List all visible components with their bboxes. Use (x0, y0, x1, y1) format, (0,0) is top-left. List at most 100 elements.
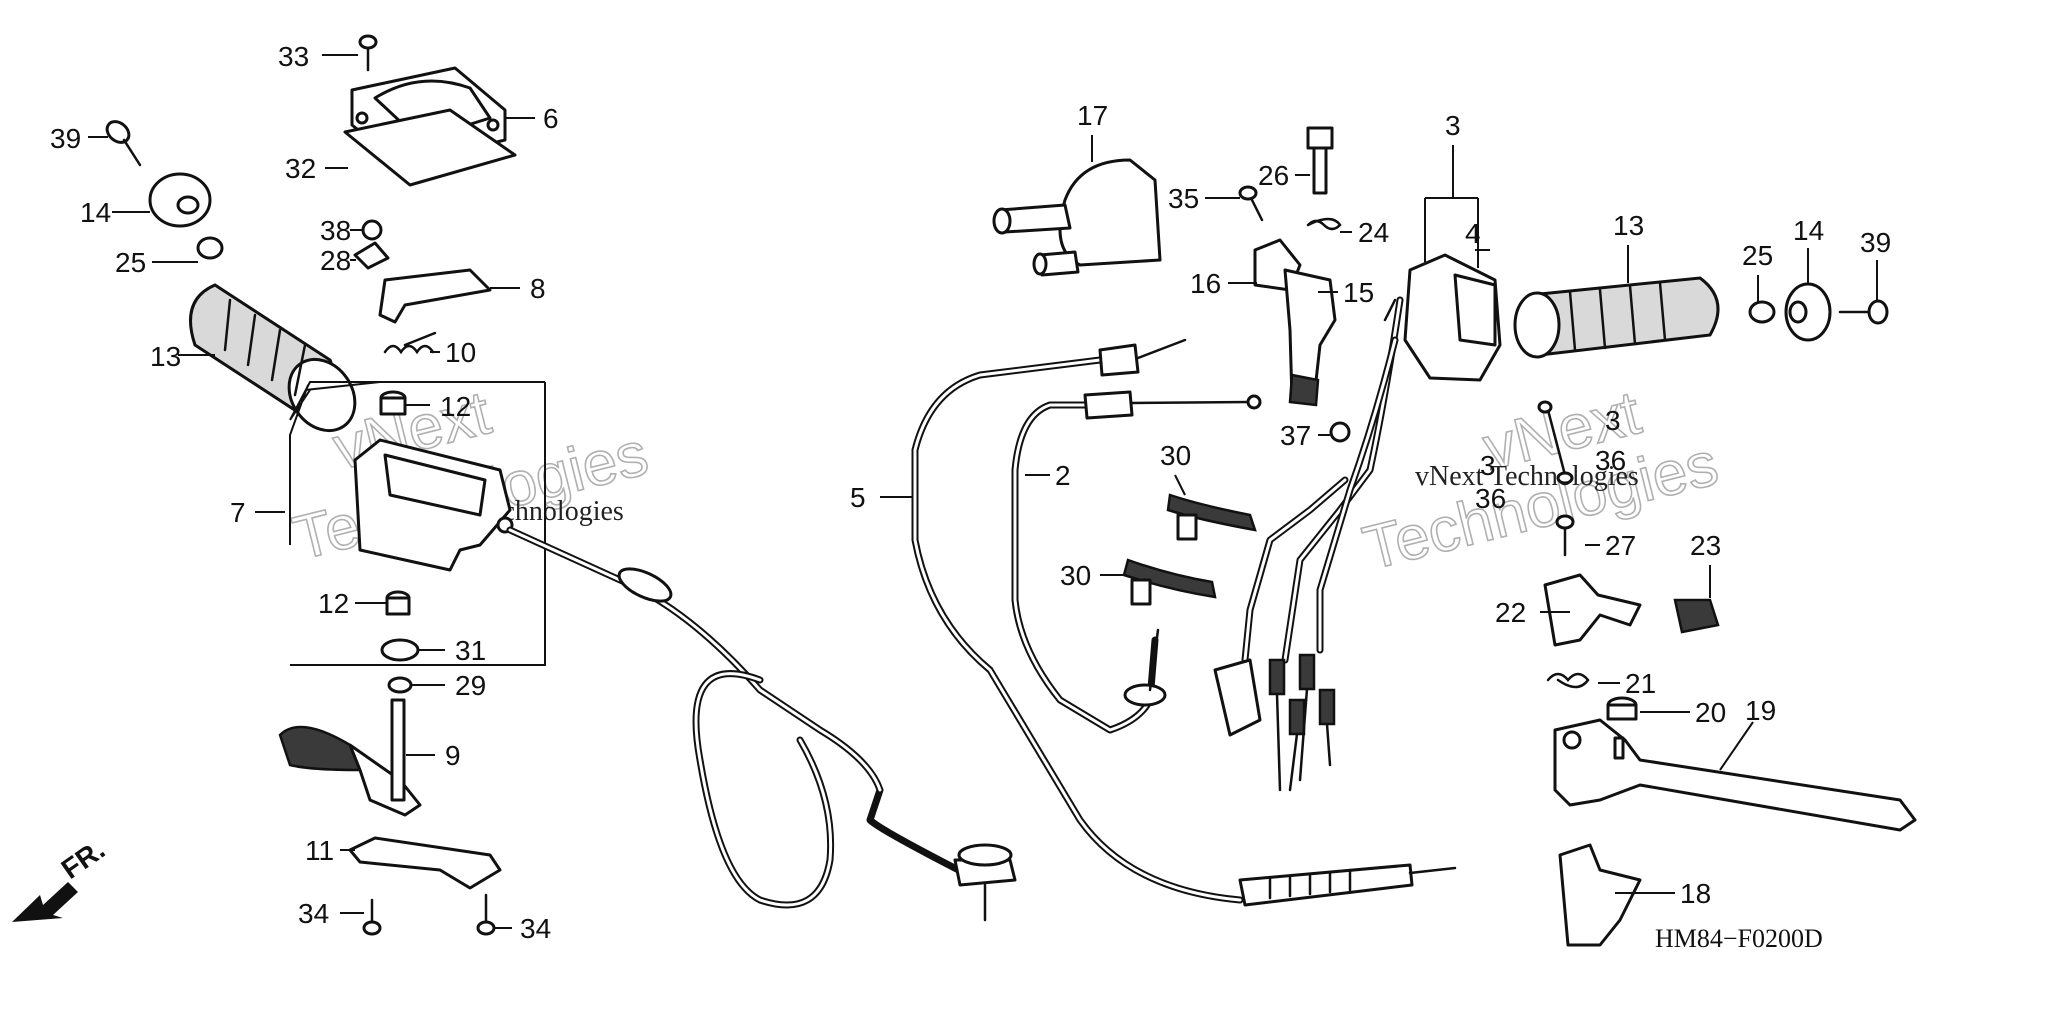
part-grip-13-right (1513, 276, 1720, 359)
callout-29: 29 (455, 670, 486, 701)
callout-33: 33 (278, 41, 309, 72)
callout-13: 13 (150, 341, 181, 372)
part-clip-28 (353, 241, 390, 270)
part-bar-end-14-left (148, 172, 212, 228)
callout-25: 25 (1742, 240, 1773, 271)
callout-28: 28 (320, 245, 351, 276)
callout-19: 19 (1745, 695, 1776, 726)
part-bracket-18 (1558, 843, 1642, 947)
part-clamp-30-lower (1122, 558, 1217, 606)
callout-14: 14 (80, 197, 111, 228)
callout-20: 20 (1695, 697, 1726, 728)
callout-30: 30 (1160, 440, 1191, 471)
callout-17: 17 (1077, 100, 1108, 131)
part-bushing-12-upper (379, 390, 407, 416)
callout-34: 34 (298, 898, 329, 929)
part-bolt-39-right (1838, 299, 1889, 325)
callout-25: 25 (115, 247, 146, 278)
part-screw-33 (358, 34, 378, 72)
callout-37: 37 (1280, 420, 1311, 451)
front-direction-label: FR. (56, 834, 111, 885)
callout-16: 16 (1190, 268, 1221, 299)
part-brake-lever-19 (1553, 718, 1917, 832)
part-screw-3-36 (1537, 400, 1574, 485)
callout-3: 3 (1445, 110, 1461, 141)
part-spring-21 (1546, 672, 1590, 689)
callout-31: 31 (455, 635, 486, 666)
callout-8: 8 (530, 273, 546, 304)
diagram-code: HM84−F0200D (1655, 924, 1823, 953)
callout-34: 34 (520, 913, 551, 944)
part-bolt-26 (1306, 126, 1334, 195)
callout-21: 21 (1625, 668, 1656, 699)
part-cable-2 (1011, 390, 1262, 734)
callout-13: 13 (1613, 210, 1644, 241)
part-choke-lever-22 (1543, 573, 1642, 647)
callout-36: 36 (1595, 445, 1626, 476)
callout-12: 12 (440, 391, 471, 422)
part-wire-harness (1213, 296, 1404, 792)
part-collar-25-right (1748, 300, 1776, 324)
part-pivot-20 (1606, 696, 1638, 721)
part-cable-5 (911, 338, 1457, 907)
part-gasket-32 (343, 108, 517, 187)
callout-26: 26 (1258, 160, 1289, 191)
callout-39: 39 (50, 123, 81, 154)
part-clamp-30-upper (1166, 493, 1257, 541)
callout-14: 14 (1793, 215, 1824, 246)
part-plate-8 (378, 268, 492, 324)
callout-36: 36 (1475, 483, 1506, 514)
callout-27: 27 (1605, 530, 1636, 561)
callout-2: 2 (1055, 460, 1071, 491)
callout-labels: 33 6 39 32 14 38 28 25 8 13 10 12 7 12 3… (50, 41, 1891, 944)
callout-9: 9 (445, 740, 461, 771)
callout-10: 10 (445, 337, 476, 368)
callout-35: 35 (1168, 183, 1199, 214)
part-bracket-11 (348, 836, 502, 890)
part-washer-29 (387, 676, 413, 694)
callout-23: 23 (1690, 530, 1721, 561)
callout-15: 15 (1343, 277, 1374, 308)
part-spring-10 (383, 331, 437, 355)
callout-6: 6 (543, 103, 559, 134)
part-switch-housing-3-4 (1383, 253, 1502, 382)
part-nut-37 (1329, 421, 1351, 443)
callout-32: 32 (285, 153, 316, 184)
part-spring-24 (1306, 217, 1342, 231)
callout-24: 24 (1358, 217, 1389, 248)
part-seal-31 (380, 638, 420, 662)
part-throttle-lever-9 (278, 698, 422, 817)
callout-7: 7 (230, 497, 246, 528)
leader-lines (88, 54, 1878, 929)
callout-38: 38 (320, 215, 351, 246)
callout-12: 12 (318, 588, 349, 619)
callout-3: 3 (1480, 450, 1496, 481)
callout-18: 18 (1680, 878, 1711, 909)
part-bar-end-14-right (1784, 282, 1832, 342)
part-lever-bracket-15-16 (1253, 238, 1337, 407)
part-screw-34-left (362, 898, 382, 936)
callout-4: 4 (1465, 218, 1481, 249)
front-direction-arrow: FR. (12, 834, 110, 922)
callout-5: 5 (850, 482, 866, 513)
part-bolt-39-left (105, 120, 142, 167)
part-throttle-housing-7 (353, 438, 514, 572)
callout-30: 30 (1060, 560, 1091, 591)
part-grip-13-left (189, 283, 357, 433)
callout-22: 22 (1495, 597, 1526, 628)
part-nut-38 (361, 219, 383, 241)
part-collar-25-left (196, 236, 224, 260)
part-screw-34-right (476, 893, 496, 936)
part-screw-27 (1555, 514, 1575, 557)
bracket-7 (289, 381, 546, 666)
part-bushing-12-lower (385, 590, 411, 616)
part-knob-23 (1673, 598, 1720, 634)
callout-3: 3 (1605, 405, 1621, 436)
watermark-text: vNext Technologies (1415, 461, 1639, 492)
part-switch-cover-17 (992, 158, 1162, 277)
part-screw-35 (1238, 185, 1264, 222)
callout-39: 39 (1860, 227, 1891, 258)
callout-11: 11 (305, 835, 334, 866)
part-throttle-cable (506, 526, 1017, 922)
